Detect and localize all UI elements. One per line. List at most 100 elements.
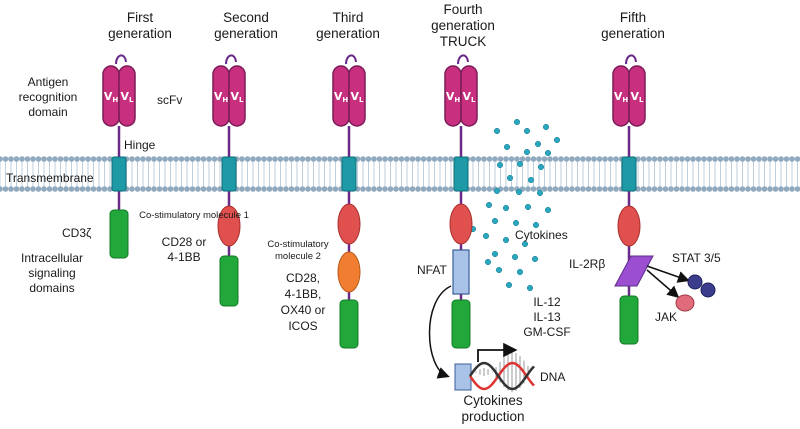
svg-text:CD28,: CD28,	[286, 271, 320, 285]
vl-domain	[228, 65, 246, 127]
cytokine-dot	[523, 148, 531, 156]
cytokine-dot	[526, 284, 534, 292]
cytokine-dot	[516, 160, 524, 168]
cd3z-domain	[339, 299, 359, 349]
cytokine-dot	[516, 268, 524, 276]
svg-text:IL-13: IL-13	[533, 310, 561, 324]
svg-text:4-1BB,: 4-1BB,	[285, 287, 322, 301]
cytokine-particles	[469, 118, 561, 292]
svg-text:First: First	[127, 10, 153, 25]
cd3z-domain	[219, 255, 239, 307]
costim-1-domain	[337, 203, 361, 245]
il2rb-label: IL-2Rβ	[569, 257, 605, 271]
stat35-label: STAT 3/5	[672, 251, 721, 265]
cytokine-dot	[491, 250, 499, 258]
vl-domain	[118, 65, 136, 127]
dna-helix	[454, 352, 535, 392]
cytokine-dot	[531, 255, 539, 263]
hinge-label: Hinge	[124, 138, 156, 152]
svg-text:Third: Third	[333, 10, 364, 25]
cytokine-list-label: IL-12 IL-13 GM-CSF	[523, 295, 570, 339]
cytokine-dot	[553, 136, 561, 144]
scfv-label: scFv	[157, 93, 182, 107]
cytokine-dot	[496, 161, 504, 169]
cytokine-dot	[503, 143, 511, 151]
cytokine-dot	[495, 266, 503, 274]
svg-text:Second: Second	[223, 10, 269, 25]
svg-text:CD28 or: CD28 or	[162, 235, 207, 249]
transmembrane-label: Transmembrane	[6, 171, 94, 185]
il2rb-to-jak-arrow	[646, 269, 680, 298]
cytokine-dot	[513, 118, 521, 126]
cytokine-dot	[502, 236, 510, 244]
stat-protein-2	[700, 282, 716, 298]
generation-title-3: Third generation	[316, 10, 380, 41]
svg-text:generation: generation	[431, 18, 495, 33]
svg-text:recognition: recognition	[19, 90, 78, 104]
generation-title-5: Fifth generation	[601, 10, 665, 41]
cytokine-dot	[491, 217, 499, 225]
cd3z-domain	[451, 299, 471, 349]
svg-text:signaling: signaling	[28, 266, 75, 280]
nfat-domain	[452, 249, 470, 295]
cytokine-dot	[515, 188, 523, 196]
stat-protein-1	[687, 274, 703, 290]
svg-text:IL-12: IL-12	[533, 295, 561, 309]
cytokine-dot	[527, 176, 535, 184]
costim-2-domain	[337, 251, 361, 293]
svg-text:Fifth: Fifth	[620, 10, 646, 25]
transcription-arrow	[477, 342, 518, 362]
generation-title-1: First generation	[108, 10, 172, 41]
cd3z-domain	[619, 295, 639, 345]
cytokine-dot	[484, 258, 492, 266]
cytokine-dot	[521, 240, 529, 248]
transmembrane-domain	[221, 156, 237, 192]
cytokine-dot	[482, 232, 490, 240]
svg-text:OX40 or: OX40 or	[281, 303, 326, 317]
cytokine-dot	[502, 204, 510, 212]
cytokine-dot	[512, 219, 520, 227]
intracellular-signaling-domains-label: Intracellular signaling domains	[21, 251, 83, 295]
svg-text:Intracellular: Intracellular	[21, 251, 83, 265]
nfat-to-dna-arrow	[428, 285, 452, 379]
promoter-box	[454, 363, 472, 391]
cytokine-dot	[511, 253, 519, 261]
dna-label: DNA	[540, 370, 565, 384]
cytokine-dot	[537, 163, 545, 171]
nfat-label: NFAT	[417, 263, 447, 277]
cytokine-dot	[524, 203, 532, 211]
svg-text:domains: domains	[29, 281, 74, 295]
svg-text:Cytokines: Cytokines	[463, 393, 523, 408]
costim-1-domain	[217, 205, 241, 247]
jak-label: JAK	[655, 310, 677, 324]
vl-domain	[628, 65, 646, 127]
cytokine-dot	[544, 206, 552, 214]
svg-text:TRUCK: TRUCK	[440, 34, 487, 49]
svg-text:Co-stimulatory: Co-stimulatory	[267, 239, 328, 250]
transmembrane-domain	[341, 156, 357, 192]
cytokine-dot	[506, 174, 514, 182]
transmembrane-domain	[453, 156, 469, 192]
generation-title-2: Second generation	[214, 10, 278, 41]
cd3z-label: CD3ζ	[62, 226, 92, 240]
transmembrane-domain	[111, 156, 127, 192]
cytokines-production-label: Cytokines production	[461, 393, 524, 424]
il2rb-to-stat-arrow	[646, 265, 690, 283]
svg-text:generation: generation	[108, 26, 172, 41]
cd28-or-41bb-label: CD28 or 4-1BB	[162, 235, 207, 264]
svg-text:production: production	[461, 409, 524, 424]
svg-text:domain: domain	[28, 105, 67, 119]
cytokine-dot	[505, 281, 513, 289]
svg-text:generation: generation	[214, 26, 278, 41]
vl-domain	[460, 65, 478, 127]
svg-text:molecule 2: molecule 2	[275, 251, 321, 262]
cd3z-domain	[109, 209, 129, 259]
cytokine-dot	[542, 123, 550, 131]
cytokines-label: Cytokines	[515, 228, 568, 242]
svg-text:Antigen: Antigen	[28, 75, 69, 89]
